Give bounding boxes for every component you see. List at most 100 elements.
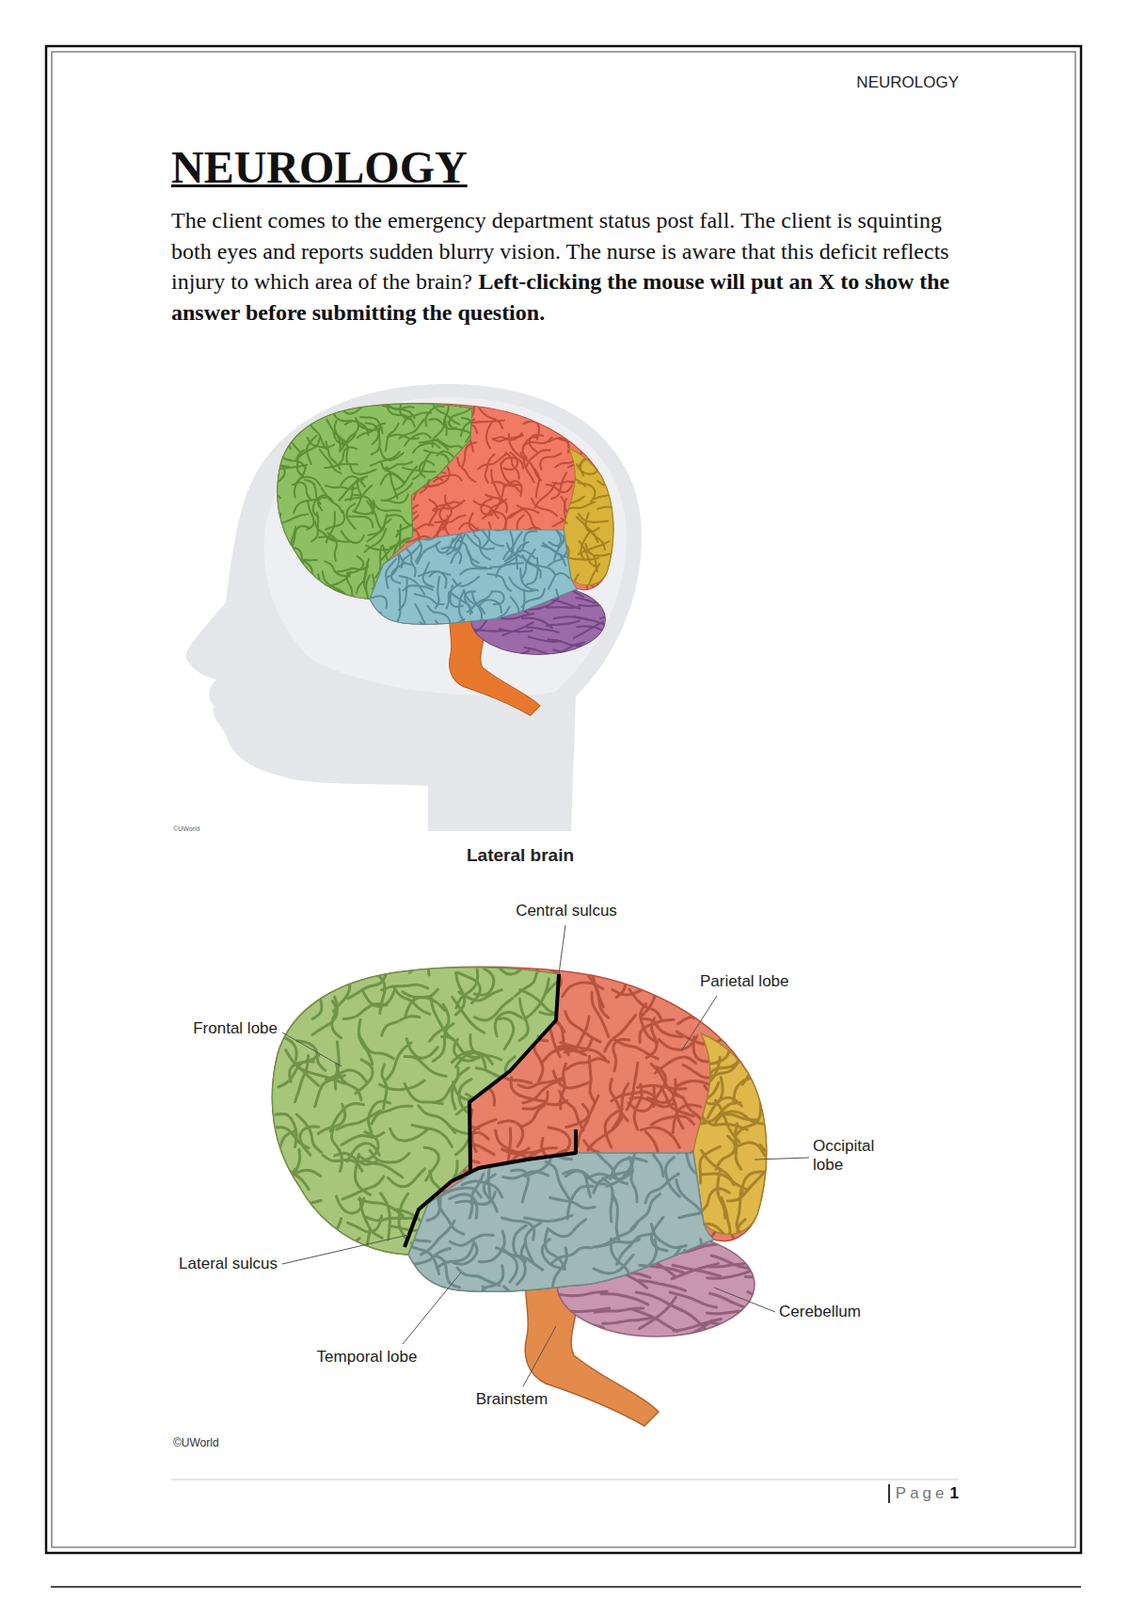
gyrus-fold: [493, 381, 514, 403]
gyrus-fold: [502, 621, 533, 636]
gyrus-fold: [501, 1217, 535, 1240]
gyrus-fold: [371, 1105, 413, 1124]
gyrus-fold: [433, 474, 462, 481]
gyrus-fold: [281, 1253, 319, 1284]
gyrus-fold: [311, 1267, 330, 1299]
gyrus-fold: [311, 1216, 323, 1260]
temporal-region: [408, 1152, 715, 1291]
gyrus-fold: [370, 451, 400, 466]
gyrus-fold: [376, 1152, 414, 1175]
gyrus-fold: [545, 1161, 571, 1200]
gyrus-fold: [500, 1102, 525, 1132]
gyrus-fold: [566, 1095, 599, 1127]
gyrus-fold: [544, 971, 586, 994]
gyrus-fold: [601, 1108, 619, 1149]
gyrus-fold: [429, 1131, 468, 1152]
gyrus-fold: [603, 628, 637, 632]
gyrus-fold: [447, 421, 475, 436]
gyrus-fold: [655, 978, 696, 998]
gyrus-fold: [480, 498, 493, 515]
page-inner-border: [51, 51, 1076, 1547]
temporal-texture: [346, 496, 605, 653]
gyrus-fold: [572, 610, 599, 623]
gyrus-fold: [252, 526, 278, 540]
gyrus-fold: [615, 511, 637, 528]
gyrus-fold: [275, 1272, 322, 1284]
gyrus-fold: [337, 566, 368, 572]
gyrus-fold: [415, 1130, 435, 1173]
gyrus-fold: [524, 610, 547, 621]
gyrus-fold: [334, 1256, 359, 1282]
gyrus-fold: [336, 1289, 376, 1311]
gyrus-fold: [528, 622, 558, 630]
gyrus-fold: [677, 1139, 704, 1177]
gyrus-fold: [638, 969, 678, 996]
gyrus-fold: [365, 1216, 414, 1221]
gyrus-fold: [601, 621, 628, 641]
gyrus-fold: [538, 604, 546, 629]
gyrus-fold: [337, 446, 357, 465]
gyrus-fold: [485, 494, 508, 512]
copyright-note: ©UWorld: [173, 825, 200, 833]
gyrus-fold: [677, 1147, 718, 1161]
gyrus-fold: [402, 624, 423, 651]
gyrus-fold: [589, 583, 612, 608]
gyrus-fold: [430, 499, 437, 529]
gyrus-fold: [494, 1011, 522, 1035]
gyrus-fold: [517, 505, 538, 530]
gyrus-fold: [611, 440, 641, 450]
gyrus-fold: [240, 990, 277, 1009]
gyrus-fold: [505, 508, 525, 531]
gyrus-fold: [613, 572, 642, 585]
gyrus-fold: [544, 524, 561, 547]
part-label: Central sulcus: [515, 901, 618, 921]
gyrus-fold: [270, 1193, 274, 1241]
gyrus-fold: [369, 1149, 410, 1162]
gyrus-fold: [596, 410, 608, 438]
gyrus-fold: [596, 588, 613, 606]
gyrus-fold: [723, 1241, 748, 1283]
gyrus-fold: [715, 1135, 735, 1169]
gyrus-fold: [614, 1039, 658, 1059]
gyrus-fold: [749, 1335, 798, 1340]
gyrus-fold: [414, 604, 426, 634]
gyrus-fold: [503, 1058, 546, 1078]
gyrus-fold: [497, 650, 530, 659]
gyrus-fold: [767, 1141, 813, 1149]
gyrus-fold: [404, 1055, 446, 1076]
gyrus-fold: [363, 561, 383, 588]
gyrus-fold: [381, 1016, 420, 1035]
gyrus-fold: [658, 1035, 698, 1050]
gyrus-fold: [286, 954, 316, 992]
part-label: Lateral sulcus: [178, 1254, 278, 1273]
gyrus-fold: [360, 1156, 403, 1177]
gyrus-fold: [486, 418, 495, 449]
gyrus-fold: [607, 374, 618, 405]
gyrus-fold: [596, 1291, 618, 1319]
gyrus-fold: [276, 512, 286, 541]
gyrus-fold: [673, 1319, 721, 1331]
gyrus-fold: [348, 536, 375, 545]
gyrus-fold: [297, 449, 305, 476]
gyrus-fold: [567, 1185, 593, 1219]
gyrus-fold: [291, 561, 304, 592]
gyrus-fold: [350, 620, 378, 640]
gyrus-fold: [580, 418, 595, 447]
gyrus-fold: [353, 494, 373, 514]
gyrus-fold: [280, 398, 310, 407]
gyrus-fold: [276, 588, 305, 600]
gyrus-fold: [551, 472, 567, 499]
gyrus-fold: [579, 442, 604, 454]
gyrus-fold: [580, 426, 593, 455]
gyrus-fold: [585, 391, 608, 408]
gyrus-fold: [544, 1228, 565, 1267]
parietal-texture: [233, 922, 815, 1338]
gyrus-fold: [386, 467, 398, 499]
gyrus-fold: [641, 1017, 683, 1036]
gyrus-fold: [390, 1128, 429, 1140]
gyrus-fold: [436, 438, 464, 449]
gyrus-fold: [583, 589, 606, 605]
gyrus-fold: [556, 418, 580, 435]
gyrus-fold: [567, 444, 596, 452]
gyrus-fold: [578, 450, 605, 468]
